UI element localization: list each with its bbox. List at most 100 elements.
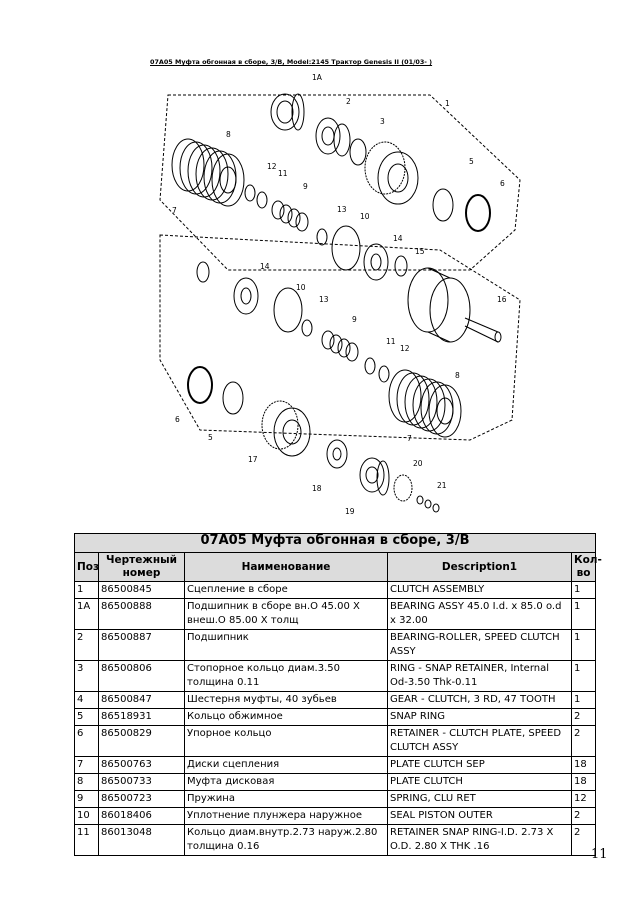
hub-shaft-16-shape [407, 267, 502, 343]
cell-qty: 18 [570, 773, 597, 791]
cell-pos: 4 [74, 691, 99, 709]
cell-part-no: 86500723 [98, 790, 185, 808]
table-row: 5 86518931 Кольцо обжимное SNAP RING 2 [74, 708, 597, 726]
table-row: 6 86500829 Упорное кольцо RETAINER - CLU… [74, 725, 597, 757]
callout-1a: 1A [312, 73, 323, 82]
cell-pos: 5 [74, 708, 99, 726]
springs-9-lower-shape [321, 330, 359, 362]
assembly-envelope-upper [159, 94, 521, 271]
callout-8-upper: 8 [226, 130, 231, 139]
bearing-1a-shape [270, 93, 305, 131]
seal-10-upper-shape [331, 225, 361, 271]
cell-desc-en: PLATE CLUTCH SEP [387, 756, 572, 774]
callout-5-upper: 5 [469, 157, 474, 166]
header-qty: Кол-во [570, 552, 602, 582]
cell-name-ru: Диски сцепления [184, 756, 388, 774]
bearing-18-shape [326, 439, 348, 469]
seal-10-lower-shape [273, 287, 303, 333]
callout-15: 15 [415, 247, 425, 256]
gear-20-shape [393, 474, 413, 502]
table-row: 2 86500887 Подшипник BEARING-ROLLER, SPE… [74, 629, 597, 661]
callout-1: 1 [445, 99, 450, 108]
callout-8-lower: 8 [455, 371, 460, 380]
table-row: 1A 86500888 Подшипник в сборе вн.О 45.00… [74, 598, 597, 630]
callout-13-upper: 13 [337, 205, 347, 214]
header-pos: Поз [74, 552, 99, 582]
cell-qty: 1 [570, 691, 597, 709]
callout-2: 2 [346, 97, 351, 106]
callout-7-upper: 7 [172, 206, 177, 215]
table-title: 07A05 Муфта обгонная в сборе, 3/B [73, 533, 597, 553]
cell-desc-en: SNAP RING [387, 708, 572, 726]
snap-ring-5-lower-shape [222, 381, 244, 415]
table-header-row: Поз Чертежный номер Наименование Descrip… [74, 552, 602, 582]
cell-desc-en: PLATE CLUTCH [387, 773, 572, 791]
callout-12-upper: 12 [267, 162, 277, 171]
cell-name-ru: Стопорное кольцо диам.3.50 толщина 0.11 [184, 660, 388, 692]
table-row: 9 86500723 Пружина SPRING, CLU RET 12 [74, 790, 597, 808]
cell-name-ru: Пружина [184, 790, 388, 808]
cell-part-no: 86013048 [98, 824, 185, 856]
assembly-envelope-lower [159, 234, 521, 441]
callout-6-upper: 6 [500, 179, 505, 188]
cell-pos: 11 [74, 824, 99, 856]
callout-18: 18 [312, 484, 322, 493]
table-row: 11 86013048 Кольцо диам.внутр.2.73 наруж… [74, 824, 597, 856]
cell-pos: 8 [74, 773, 99, 791]
cell-pos: 7 [74, 756, 99, 774]
table-row: 1 86500845 Сцепление в сборе CLUTCH ASSE… [74, 581, 597, 599]
cell-qty: 1 [570, 660, 597, 692]
clutch-plate-pack-lower-shape [388, 369, 462, 438]
gear-17-shape [261, 400, 311, 457]
cell-desc-en: SEAL PISTON OUTER [387, 807, 572, 825]
snap-ring-3-shape [349, 138, 367, 166]
cell-part-no: 86500829 [98, 725, 185, 757]
cell-pos: 1 [74, 581, 99, 599]
cell-pos: 2 [74, 629, 99, 661]
cell-name-ru: Кольцо диам.внутр.2.73 наруж.2.80 толщин… [184, 824, 388, 856]
snap-ring-5-upper-shape [432, 188, 454, 222]
cell-pos: 1A [74, 598, 99, 630]
cell-desc-en: RETAINER - CLUTCH PLATE, SPEED CLUTCH AS… [387, 725, 572, 757]
cell-qty: 1 [570, 581, 597, 599]
page-number: 11 [591, 847, 608, 862]
cell-qty: 1 [570, 629, 597, 661]
ring-12-upper-shape [244, 184, 256, 202]
callout-19: 19 [345, 507, 355, 516]
callout-12-lower: 12 [400, 344, 410, 353]
callout-16: 16 [497, 295, 507, 304]
parts-21-shape [416, 495, 440, 513]
cell-qty: 2 [570, 725, 597, 757]
cell-name-ru: Уплотнение плунжера наружное [184, 807, 388, 825]
cell-pos: 9 [74, 790, 99, 808]
clutch-plate-pack-upper-shape [171, 138, 245, 207]
table-row: 8 86500733 Муфта дисковая PLATE CLUTCH 1… [74, 773, 597, 791]
cell-part-no: 86500845 [98, 581, 185, 599]
retainer-6-upper-shape [465, 194, 491, 232]
cell-desc-en: GEAR - CLUTCH, 3 RD, 47 TOOTH [387, 691, 572, 709]
callout-13-lower: 13 [319, 295, 329, 304]
cell-qty: 1 [570, 598, 597, 630]
springs-9-upper-shape [271, 200, 309, 232]
cell-qty: 2 [570, 807, 597, 825]
cell-qty: 2 [570, 708, 597, 726]
callout-5-lower: 5 [208, 433, 213, 442]
table-row: 4 86500847 Шестерня муфты, 40 зубьев GEA… [74, 691, 597, 709]
cell-pos: 10 [74, 807, 99, 825]
callout-9-lower: 9 [352, 315, 357, 324]
cell-name-ru: Муфта дисковая [184, 773, 388, 791]
cell-desc-en: RING - SNAP RETAINER, Internal Od-3.50 T… [387, 660, 572, 692]
header-name-ru: Наименование [184, 552, 388, 582]
ring-13-upper-shape [316, 228, 328, 246]
table-row: 7 86500763 Диски сцепления PLATE CLUTCH … [74, 756, 597, 774]
bearing-19-shape [359, 457, 390, 496]
exploded-parts-diagram: 1A 1 2 3 8 12 11 9 7 13 10 14 15 5 6 14 … [159, 73, 521, 516]
cell-part-no: 86500733 [98, 773, 185, 791]
cell-desc-en: SPRING, CLU RET [387, 790, 572, 808]
cell-pos: 6 [74, 725, 99, 757]
table-title-row: 07A05 Муфта обгонная в сборе, 3/B [73, 533, 597, 553]
cell-name-ru: Кольцо обжимное [184, 708, 388, 726]
cell-name-ru: Подшипник в сборе вн.О 45.00 X внеш.О 85… [184, 598, 388, 630]
piston-14-lower-shape [233, 277, 259, 315]
callout-7-lower: 7 [407, 434, 412, 443]
